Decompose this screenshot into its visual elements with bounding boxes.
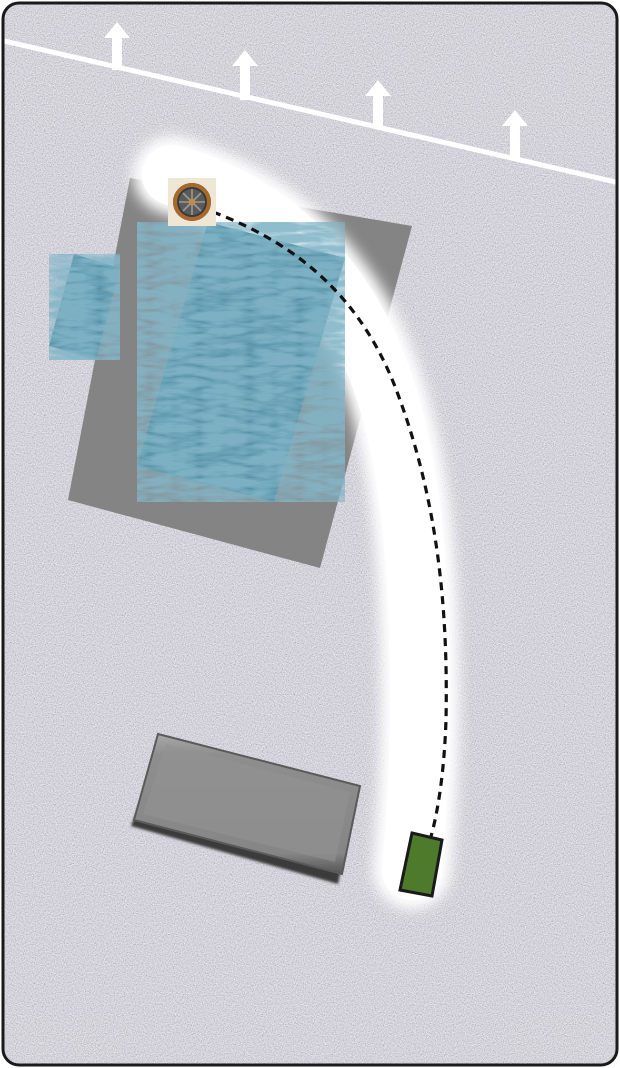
steering-wheel-icon[interactable]	[168, 178, 216, 226]
